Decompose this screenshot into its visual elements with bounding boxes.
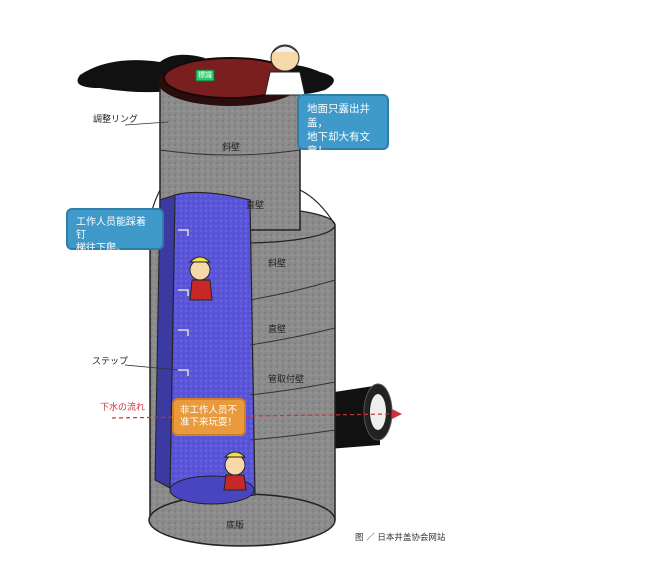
label-flow: 下水の流れ	[100, 403, 146, 413]
flow-arrow	[111, 409, 402, 419]
label-straight-lower: 直壁	[268, 325, 287, 335]
bubble-top-line2: 地下却大有文章！	[307, 131, 370, 157]
label-step: ステップ	[92, 357, 129, 367]
cartoon-doctor	[264, 44, 306, 96]
speech-bubble-top: 地面只露出井盖， 地下却大有文章！	[297, 94, 389, 157]
bubble-left-line1: 工作人员能踩着钉	[76, 217, 146, 241]
worker-climbing	[188, 256, 213, 301]
worker-bottom	[223, 451, 247, 491]
shaft-seams	[159, 149, 336, 441]
label-slope-lower: 斜壁	[268, 259, 287, 269]
leader-lines	[124, 121, 179, 371]
label-adjust-ring: 調整リング	[93, 115, 139, 125]
speech-bubble-warning: 非工作人员不 准下来玩耍！	[172, 398, 246, 436]
bubble-left-line2: 梯往下爬。	[76, 243, 126, 254]
bubble-warning-line2: 准下来玩耍！	[180, 417, 238, 428]
label-slope-upper: 斜壁	[222, 143, 241, 153]
label-base: 底版	[226, 521, 245, 531]
bubble-warning-line1: 非工作人员不	[180, 405, 238, 416]
label-straight-upper: 直壁	[246, 201, 265, 211]
manhole-lid-label: 標識	[198, 71, 212, 79]
label-pipe-attach: 管取付壁	[268, 375, 305, 385]
image-caption: 图 ／ 日本井盖协会网站	[355, 533, 446, 543]
speech-bubble-left: 工作人员能踩着钉 梯往下爬。	[66, 208, 164, 254]
bubble-top-line1: 地面只露出井盖，	[307, 103, 370, 129]
